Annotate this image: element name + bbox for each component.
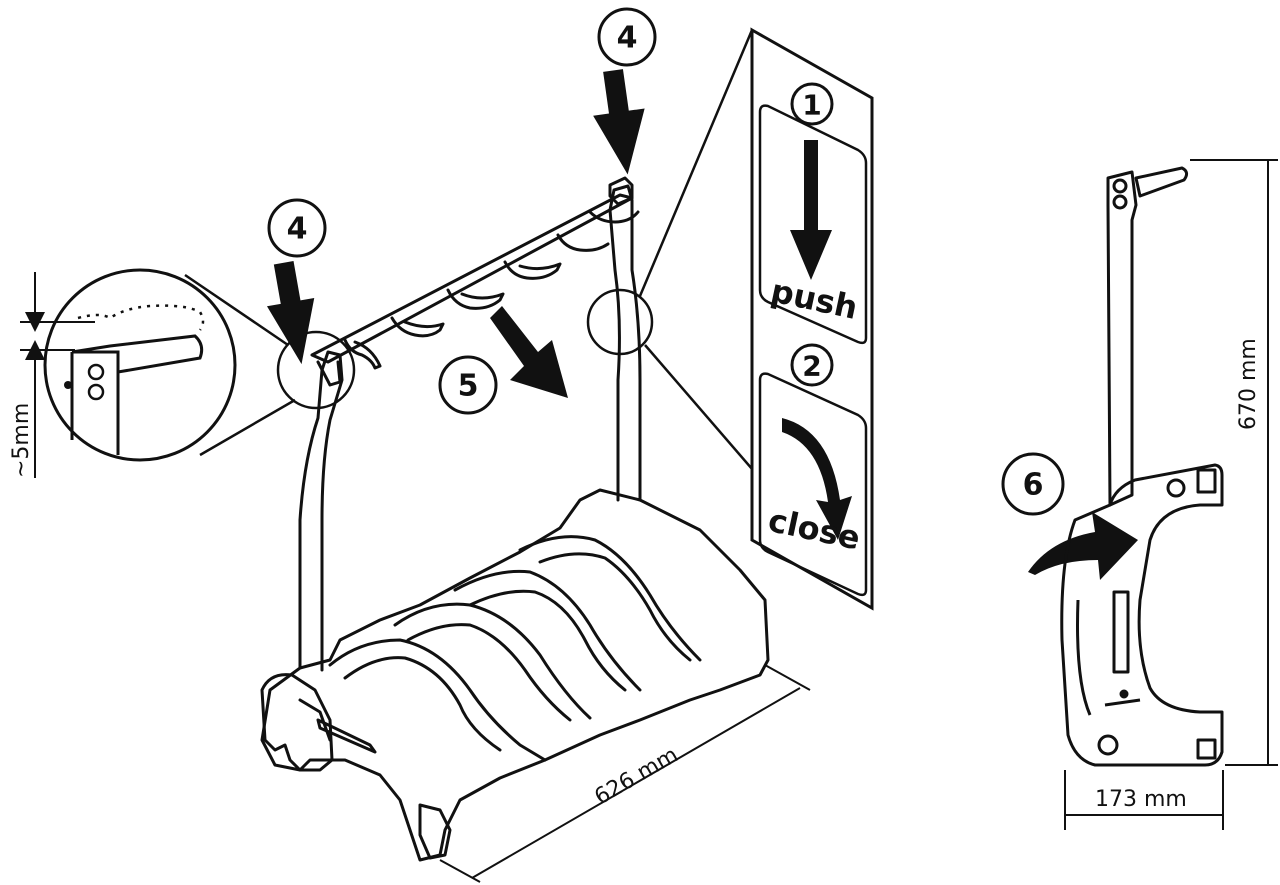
- step-callout-5: 5: [438, 306, 568, 415]
- panel-step2-number: 2: [802, 350, 821, 383]
- step-number: 4: [617, 21, 638, 56]
- step-number: 5: [458, 369, 479, 404]
- side-view-top-arm: [1134, 166, 1189, 198]
- rack-post-left: [298, 350, 344, 672]
- rack-hook-6: [588, 210, 640, 224]
- rack-cradle-4: [518, 535, 702, 662]
- rack-cradle-2: [393, 602, 592, 720]
- rack-end-right: [418, 803, 452, 860]
- side-view-post: [1106, 170, 1138, 507]
- width-dimension-label: 626 mm: [591, 743, 683, 811]
- step-callout-4-right: 4: [593, 7, 657, 175]
- width-dimension: [439, 664, 811, 883]
- rack-hook-5: [556, 233, 610, 252]
- height-dimension-label: 670 mm: [1236, 338, 1261, 430]
- close-arrow-icon: [782, 418, 852, 540]
- depth-dimension-label: 173 mm: [1095, 787, 1187, 812]
- rack-top-bar: [310, 193, 634, 364]
- rack-hook-3: [446, 288, 505, 310]
- gap-dimension-label: ~5mm: [9, 403, 34, 478]
- rack-cradle-inner-2: [406, 623, 572, 722]
- rack-hook-4: [503, 260, 562, 280]
- step-number: 4: [287, 212, 308, 247]
- push-arrow-icon: [790, 140, 832, 280]
- instruction-panel: 1 push 2 close: [750, 27, 874, 611]
- rack-hook-1: [343, 338, 382, 370]
- height-dimension: [1190, 159, 1278, 766]
- detail-magnified-view: [43, 268, 237, 462]
- rack-front-end: [260, 673, 334, 772]
- depth-dimension: [1064, 770, 1224, 830]
- rack-post-right-cap: [608, 176, 634, 206]
- arrow-curved-right-icon: [1028, 512, 1138, 580]
- step-callout-4-left: 4: [266, 198, 327, 365]
- rack-cradle-inner-4: [538, 552, 692, 662]
- rack-cradle-inner-1: [343, 656, 502, 752]
- detail-marker-left: [276, 330, 356, 410]
- rack-cradle-3: [453, 569, 642, 692]
- side-view-base: [1060, 463, 1224, 767]
- step-callout-6: 6: [1001, 452, 1138, 580]
- rack-cradle-inner-3: [468, 589, 627, 692]
- rack-hook-2: [390, 316, 445, 338]
- arrow-diagonal-icon: [490, 306, 568, 398]
- arrow-down-icon: [266, 260, 315, 365]
- step-number: 6: [1023, 468, 1044, 503]
- gap-dimension: [20, 272, 95, 478]
- detail-marker-right: [586, 288, 654, 356]
- panel-step1-number: 1: [802, 89, 821, 122]
- arrow-down-icon: [593, 69, 645, 175]
- rack-cradle-1: [328, 638, 547, 762]
- rack-base-outline: [260, 488, 770, 862]
- rack-top-bar-front: [316, 360, 342, 387]
- rack-post-right: [608, 184, 642, 502]
- ski-rack-illustration: [260, 176, 770, 862]
- side-view-illustration: [1060, 166, 1224, 767]
